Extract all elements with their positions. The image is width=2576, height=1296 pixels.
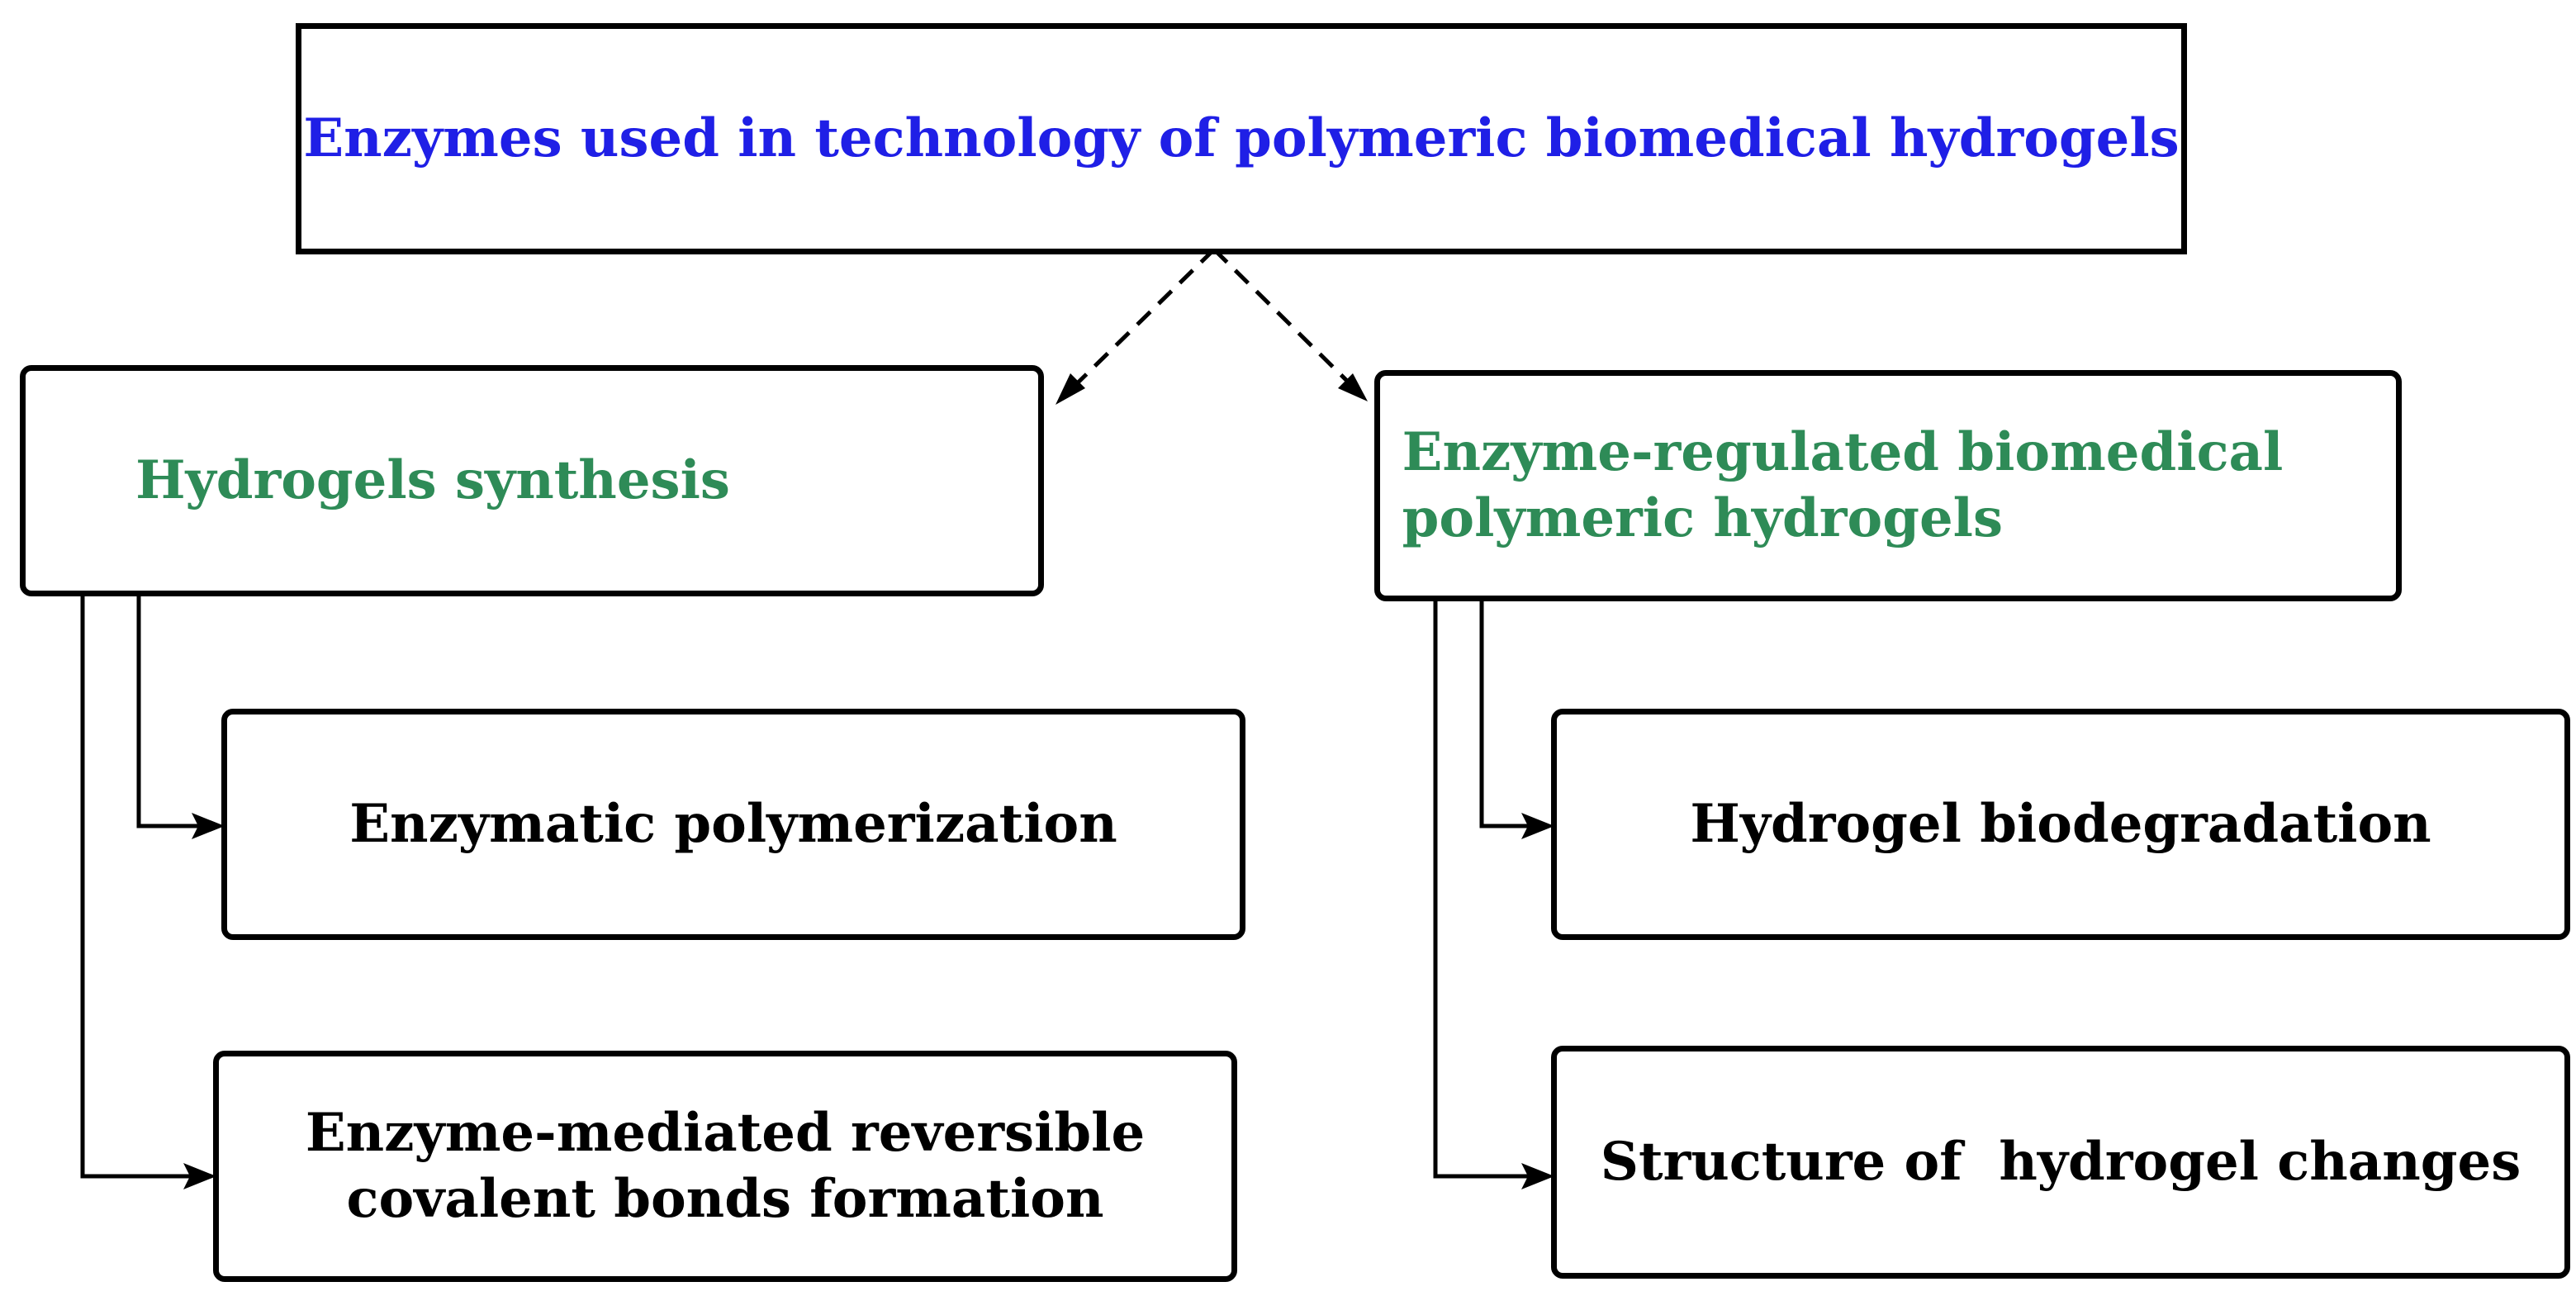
- arrowhead-structure-changes: [1521, 1163, 1554, 1189]
- item-hydrogel-biodegradation: Hydrogel biodegradation: [1551, 709, 2570, 940]
- category-enzyme-regulated-hydrogels: Enzyme-regulated biomedical polymeric hy…: [1374, 370, 2402, 601]
- dashed-arrowhead-regulated: [1338, 373, 1368, 401]
- dashed-arrow-to-synthesis: [1064, 248, 1216, 396]
- category-hydrogels-synthesis-label: Hydrogels synthesis: [135, 449, 730, 511]
- item-reversible-covalent-bonds-label: Enzyme-mediated reversible covalent bond…: [305, 1102, 1146, 1230]
- connector-synthesis-to-polymerization: [136, 591, 198, 828]
- dashed-arrowhead-synthesis: [1056, 373, 1085, 405]
- connector-regulated-to-structure-changes: [1433, 596, 1528, 1179]
- item-enzymatic-polymerization-label: Enzymatic polymerization: [349, 793, 1117, 855]
- item-reversible-covalent-bonds: Enzyme-mediated reversible covalent bond…: [213, 1051, 1237, 1282]
- arrowhead-polymerization: [192, 813, 225, 839]
- item-enzymatic-polymerization: Enzymatic polymerization: [221, 709, 1245, 940]
- connector-regulated-to-biodegradation: [1479, 596, 1528, 828]
- arrowhead-reversible-bonds: [183, 1163, 216, 1189]
- root-node: Enzymes used in technology of polymeric …: [296, 23, 2187, 254]
- item-hydrogel-biodegradation-label: Hydrogel biodegradation: [1690, 793, 2431, 855]
- category-enzyme-regulated-hydrogels-label: Enzyme-regulated biomedical polymeric hy…: [1402, 421, 2284, 549]
- root-node-label: Enzymes used in technology of polymeric …: [303, 107, 2180, 169]
- category-hydrogels-synthesis: Hydrogels synthesis: [20, 365, 1044, 596]
- item-hydrogel-structure-changes: Structure of hydrogel changes: [1551, 1046, 2570, 1279]
- dashed-arrow-to-regulated: [1212, 248, 1356, 390]
- arrowhead-biodegradation: [1521, 813, 1554, 839]
- connector-synthesis-to-reversible-bonds: [80, 591, 190, 1179]
- item-hydrogel-structure-changes-label: Structure of hydrogel changes: [1600, 1131, 2521, 1193]
